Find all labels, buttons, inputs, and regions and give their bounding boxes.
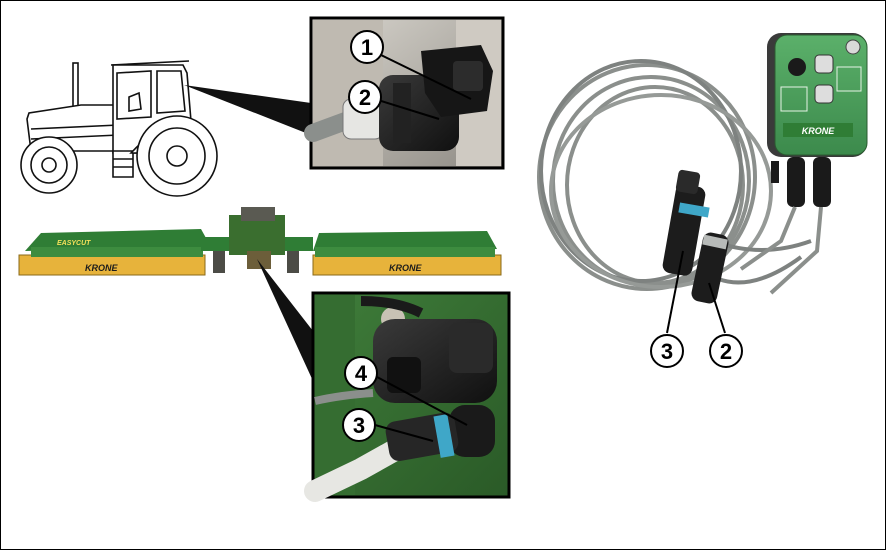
- pointer-wedge-bottom: [257, 259, 313, 381]
- callout-1-label: 1: [361, 35, 373, 60]
- cable-icon: [537, 59, 812, 291]
- callout-4: 4: [344, 356, 378, 390]
- control-box-icon: KRONE: [767, 33, 868, 207]
- callout-3-bottom: 3: [342, 408, 376, 442]
- tractor-icon: [20, 60, 218, 197]
- callout-2-top: 2: [348, 80, 382, 114]
- callout-2-right-label: 2: [720, 339, 732, 364]
- krone-left-label: KRONE: [85, 263, 118, 273]
- leader-3-right: [666, 250, 684, 334]
- callout-4-label: 4: [355, 361, 368, 386]
- callout-1: 1: [350, 30, 384, 64]
- callout-3-right: 3: [650, 334, 684, 368]
- callout-2-top-label: 2: [359, 85, 371, 110]
- bottom-detail-photo: [304, 291, 511, 502]
- pointer-wedge-top: [184, 85, 311, 135]
- krone-control-box-label: KRONE: [802, 126, 835, 136]
- krone-right-label: KRONE: [389, 263, 422, 273]
- top-detail-photo: [304, 16, 505, 170]
- leader-2-right: [708, 282, 726, 334]
- connector-icon: [662, 169, 729, 304]
- callout-3-right-label: 3: [661, 339, 673, 364]
- easycut-label: EASYCUT: [57, 240, 91, 247]
- mower-icon: KRONE EASYCUT KRONE: [18, 207, 502, 276]
- callout-3-bottom-label: 3: [353, 413, 365, 438]
- callout-2-right: 2: [709, 334, 743, 368]
